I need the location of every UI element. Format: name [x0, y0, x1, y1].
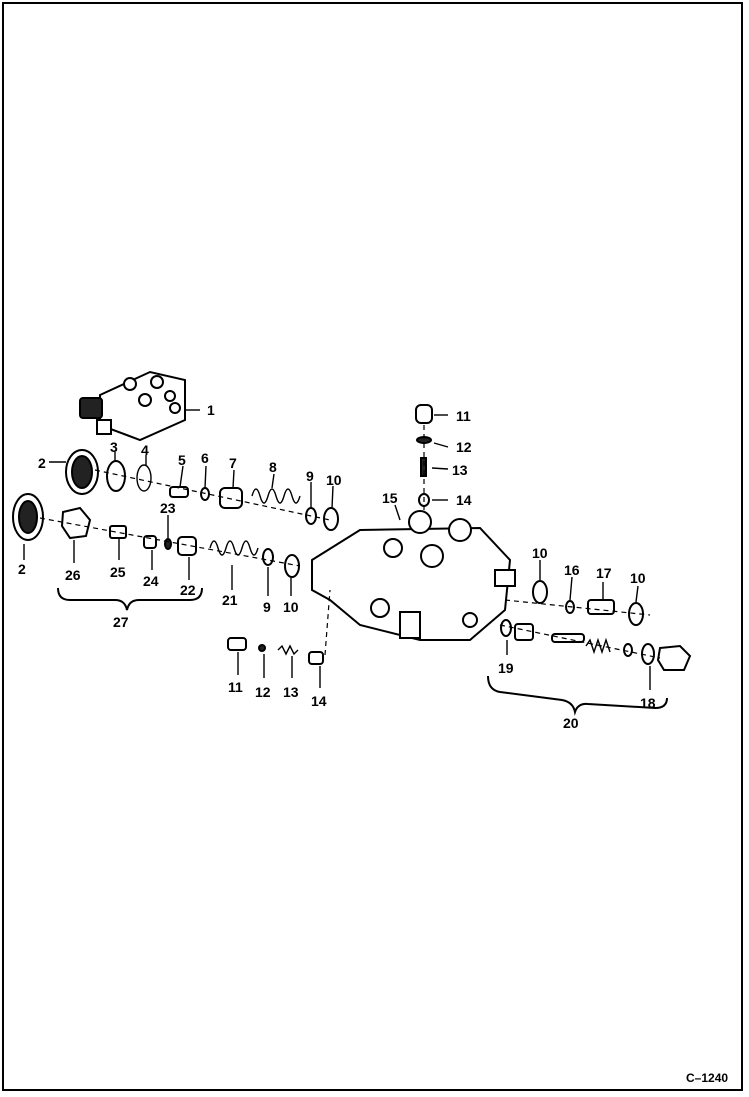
callout-7: 7 [229, 455, 237, 471]
oring-4 [136, 464, 152, 492]
assembly-line [94, 469, 331, 521]
callout-22: 22 [180, 582, 196, 598]
callout-4: 4 [141, 442, 149, 458]
valve-19 [514, 623, 534, 641]
cap-18 [656, 644, 692, 671]
callout-21: 21 [222, 592, 238, 608]
callout-1: 1 [207, 402, 215, 418]
ring-19-a [500, 619, 512, 637]
callout-14: 14 [456, 492, 472, 508]
callout-18: 18 [640, 695, 656, 711]
callout-2: 2 [18, 561, 26, 577]
callout-13: 13 [452, 462, 468, 478]
assembly-line [324, 589, 331, 656]
valve-assembly-small [79, 370, 186, 442]
callout-19: 19 [498, 660, 514, 676]
washer-9-lower [262, 548, 274, 566]
figure-code: C–1240 [686, 1071, 728, 1085]
bracket-27 [57, 587, 203, 611]
assembly-line [499, 624, 661, 659]
ring-23 [164, 538, 172, 550]
callout-10: 10 [630, 570, 646, 586]
callout-2: 2 [38, 455, 46, 471]
fitting-25 [109, 525, 127, 539]
callout-10: 10 [283, 599, 299, 615]
callout-13: 13 [283, 684, 299, 700]
callout-15: 15 [382, 490, 398, 506]
seal-10-right [532, 580, 548, 604]
sleeve-22 [177, 536, 197, 556]
seal-2-lower [12, 493, 44, 541]
callout-3: 3 [110, 439, 118, 455]
spring-21 [209, 540, 259, 556]
callout-5: 5 [178, 452, 186, 468]
spacer-24 [143, 535, 157, 549]
callout-14: 14 [311, 693, 327, 709]
callout-9: 9 [306, 468, 314, 484]
callout-11: 11 [456, 408, 471, 424]
callout-23: 23 [160, 500, 176, 516]
callout-26: 26 [65, 567, 81, 583]
seal-18 [641, 643, 655, 665]
callout-9: 9 [263, 599, 271, 615]
callout-8: 8 [269, 459, 277, 475]
callout-27: 27 [113, 614, 129, 630]
seal-2-upper [65, 449, 99, 495]
cap-26 [60, 506, 92, 540]
callout-11: 11 [228, 679, 243, 695]
lower-plug-stack [227, 637, 324, 665]
callout-20: 20 [563, 715, 579, 731]
poppet-17 [587, 599, 615, 615]
assembly-line [504, 599, 651, 616]
callout-17: 17 [596, 565, 612, 581]
pin [551, 633, 585, 643]
bracket-20 [487, 675, 668, 716]
spring-8 [251, 488, 301, 504]
callout-25: 25 [110, 564, 126, 580]
spool-7 [219, 487, 243, 509]
callout-6: 6 [201, 450, 209, 466]
upper-plug-stack [415, 404, 433, 507]
main-valve-body [311, 510, 516, 641]
ring-right [623, 643, 633, 657]
callout-12: 12 [456, 439, 472, 455]
callout-10: 10 [532, 545, 548, 561]
plug-5 [169, 486, 189, 498]
assembly-line [39, 517, 301, 567]
spring-right [585, 637, 611, 655]
callout-16: 16 [564, 562, 580, 578]
callout-12: 12 [255, 684, 271, 700]
leader-lines [23, 414, 651, 690]
callout-24: 24 [143, 573, 159, 589]
callout-10: 10 [326, 472, 342, 488]
